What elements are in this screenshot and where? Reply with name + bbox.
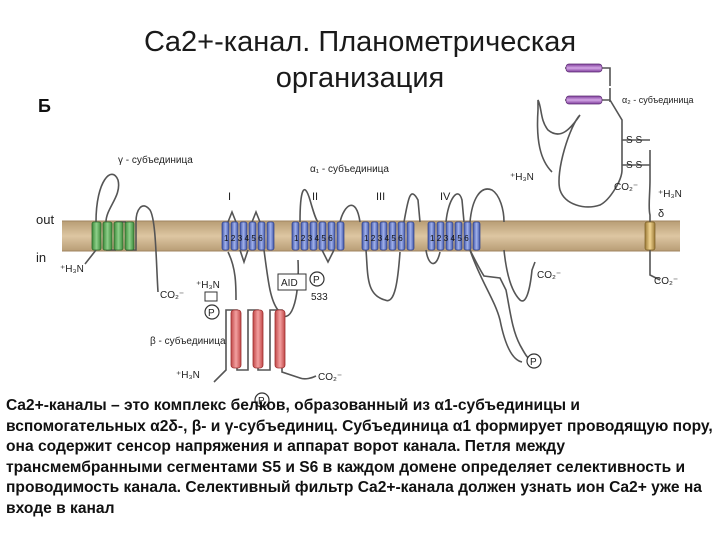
tm-segment <box>318 221 327 251</box>
label-h3n-beta: ⁺H₃N <box>176 370 200 381</box>
alpha2-chain <box>536 67 623 208</box>
iv-loop <box>469 188 536 302</box>
domain-II <box>291 221 345 251</box>
segment-numbers-ii: 123456 <box>294 234 335 243</box>
label-beta: β - субъединица <box>150 335 226 347</box>
gamma-tm-2 <box>102 221 113 251</box>
label-alpha2: α₂ - субъединица <box>622 95 694 105</box>
tm-segment <box>406 221 415 251</box>
gamma-tm-3 <box>113 221 124 251</box>
protein-chains <box>84 67 661 383</box>
tm-segment <box>291 221 300 251</box>
gamma-tm-4 <box>124 221 135 251</box>
tm-segment <box>248 221 257 251</box>
ss-bonds <box>622 139 650 166</box>
tm-segment <box>427 221 436 251</box>
tm-segment <box>257 221 266 251</box>
title-line-2: организация <box>275 62 445 94</box>
alpha1-helices <box>221 221 481 251</box>
tm-segment <box>300 221 309 251</box>
domain-label-iv: IV <box>440 191 451 203</box>
domain-III <box>361 221 415 251</box>
tm-segment <box>397 221 406 251</box>
tm-segment <box>436 221 445 251</box>
segment-numbers-iii: 123456 <box>364 234 405 243</box>
label-ss-2: S S <box>626 160 642 171</box>
alpha1-cterm <box>469 249 535 361</box>
label-co2-gamma: CO₂⁻ <box>160 290 184 301</box>
beta-chain <box>213 309 317 383</box>
label-aid: AID <box>281 278 298 289</box>
delta-chain <box>648 150 661 281</box>
tm-segment <box>230 221 239 251</box>
tm-segment <box>472 221 481 251</box>
gamma-helices <box>91 221 135 251</box>
label-gamma: γ - субъединица <box>118 154 193 166</box>
tm-segment <box>327 221 336 251</box>
alpha2-helix-1 <box>565 63 603 73</box>
gamma-tm-1 <box>91 221 102 251</box>
tm-segment <box>309 221 318 251</box>
beta-nterm-box <box>204 291 218 302</box>
tm-segment <box>379 221 388 251</box>
tm-segment <box>336 221 345 251</box>
alpha2-helix-2 <box>565 95 603 105</box>
tm-segment <box>266 221 275 251</box>
panel-letter: Б <box>38 96 51 116</box>
label-alpha1: α₁ - субъединица <box>310 163 389 175</box>
p-label-1: P <box>208 308 215 319</box>
tm-segment <box>221 221 230 251</box>
beta-helix <box>252 309 264 369</box>
label-h3n-alpha1: ⁺H₃N <box>196 280 220 291</box>
domain-IV <box>427 221 481 251</box>
tm-segment <box>370 221 379 251</box>
tm-segment <box>445 221 454 251</box>
beta-helices <box>230 309 286 369</box>
label-delta: δ <box>658 208 664 220</box>
beta-helix <box>274 309 286 369</box>
label-533: 533 <box>311 292 328 303</box>
label-out: out <box>36 212 54 227</box>
p-site-3 <box>254 392 270 408</box>
domain-label-iii: III <box>376 191 385 203</box>
label-co2-beta: CO₂⁻ <box>318 372 342 383</box>
p-site-2 <box>309 271 325 287</box>
alpha1-chain <box>227 188 523 363</box>
label-in: in <box>36 250 46 265</box>
label-co2-alpha1: CO₂⁻ <box>537 270 561 281</box>
label-co2-delta: CO₂⁻ <box>654 276 678 287</box>
title-line-1: Ca2+-канал. Планометрическая <box>143 26 577 58</box>
tm-segment <box>454 221 463 251</box>
aid-box <box>277 273 307 291</box>
label-h3n-delta: ⁺H₃N <box>658 189 682 200</box>
domain-label-i: I <box>228 191 231 203</box>
label-co2-alpha2: CO₂⁻ <box>614 182 638 193</box>
segment-numbers-iv: 123456 <box>430 234 471 243</box>
p-label-3: P <box>258 396 265 407</box>
label-ss-1: S S <box>626 135 642 146</box>
label-h3n-alpha2: ⁺H₃N <box>510 172 534 183</box>
p-site-1 <box>204 304 220 320</box>
domain-label-ii: II <box>312 191 318 203</box>
tm-segment <box>239 221 248 251</box>
p-site-4 <box>526 353 542 369</box>
delta-tm <box>644 221 656 251</box>
tm-segment <box>361 221 370 251</box>
tm-segment <box>388 221 397 251</box>
caption-text: Ca2+-каналы – это комплекс белков, образ… <box>6 397 713 517</box>
segment-numbers-i: 123456 <box>224 234 265 243</box>
label-h3n-gamma: ⁺H₃N <box>60 264 84 275</box>
domain-I <box>221 221 275 251</box>
beta-helix <box>230 309 242 369</box>
p-label-2: P <box>313 275 320 286</box>
p-label-4: P <box>530 357 537 368</box>
tm-segment <box>463 221 472 251</box>
